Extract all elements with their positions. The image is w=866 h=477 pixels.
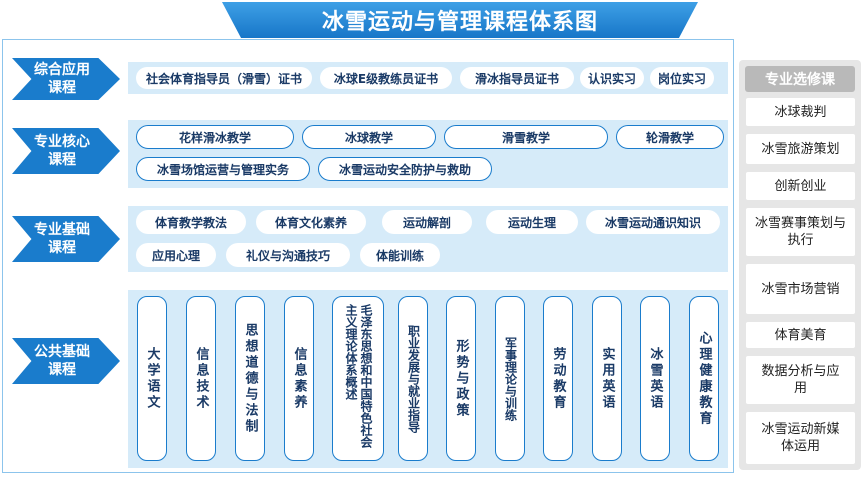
course-card: 大学语文 bbox=[137, 296, 167, 461]
course-card-label: 大学语文 bbox=[144, 346, 160, 411]
course-card-label: 冰雪英语 bbox=[647, 346, 663, 411]
panel-comprehensive: 社会体育指导员（滑雪）证书 冰球E级教练员证书 滑冰指导员证书 认识实习 岗位实… bbox=[128, 62, 728, 94]
course-card-label: 形势与政策 bbox=[453, 338, 469, 419]
course-card-label: 劳动教育 bbox=[550, 346, 566, 411]
course-card: 思想道德与法制 bbox=[235, 296, 265, 461]
page-title: 冰雪运动与管理课程体系图 bbox=[321, 10, 598, 35]
category-label: 专业核心课程 bbox=[34, 134, 90, 168]
elective-item: 创新创业 bbox=[746, 172, 855, 200]
course-chip: 冰雪运动通识知识 bbox=[586, 210, 720, 234]
course-chip: 体育教学教法 bbox=[136, 210, 246, 234]
course-card: 职业发展与就业指导 bbox=[398, 296, 428, 461]
category-label: 专业基础课程 bbox=[34, 222, 90, 256]
course-card-label: 军事理论与训练 bbox=[503, 336, 518, 421]
course-chip: 体育文化素养 bbox=[256, 210, 366, 234]
course-card-label: 心理健康教育 bbox=[696, 330, 712, 427]
course-card-label: 毛泽东思想和中国特色社会主义理论体系概述 bbox=[344, 303, 373, 448]
elective-item: 数据分析与应用 bbox=[746, 356, 855, 404]
elective-item: 体育美育 bbox=[746, 322, 855, 348]
course-chip: 岗位实习 bbox=[650, 67, 714, 89]
category-label: 公共基础课程 bbox=[34, 344, 90, 378]
course-card: 形势与政策 bbox=[446, 296, 476, 461]
course-card: 毛泽东思想和中国特色社会主义理论体系概述 bbox=[332, 296, 384, 461]
course-chip: 花样滑冰教学 bbox=[136, 125, 294, 149]
elective-item: 冰球裁判 bbox=[746, 98, 855, 126]
panel-public: 大学语文 信息技术 思想道德与法制 信息素养 毛泽东思想和中国特色社会主义理论体… bbox=[128, 290, 728, 468]
course-card-label: 职业发展与就业指导 bbox=[406, 324, 421, 433]
course-card: 军事理论与训练 bbox=[495, 296, 525, 461]
course-chip: 轮滑教学 bbox=[616, 125, 724, 149]
course-card-label: 思想道德与法制 bbox=[242, 322, 258, 435]
course-chip: 冰球教学 bbox=[302, 125, 436, 149]
course-chip: 滑雪教学 bbox=[444, 125, 608, 149]
course-chip: 运动解剖 bbox=[382, 210, 472, 234]
course-card: 冰雪英语 bbox=[640, 296, 670, 461]
course-card-label: 信息技术 bbox=[193, 346, 209, 411]
course-chip: 冰球E级教练员证书 bbox=[320, 67, 452, 89]
elective-item: 冰雪市场营销 bbox=[746, 264, 855, 314]
course-card: 信息技术 bbox=[186, 296, 216, 461]
elective-panel: 专业选修课 冰球裁判 冰雪旅游策划 创新创业 冰雪赛事策划与执行 冰雪市场营销 … bbox=[739, 60, 861, 470]
course-chip: 认识实习 bbox=[580, 67, 644, 89]
elective-item: 冰雪旅游策划 bbox=[746, 134, 855, 164]
course-card-label: 实用英语 bbox=[599, 346, 615, 411]
course-card: 劳动教育 bbox=[543, 296, 573, 461]
course-chip: 礼仪与沟通技巧 bbox=[226, 243, 350, 267]
course-chip: 冰雪运动安全防护与救助 bbox=[318, 157, 492, 181]
panel-foundation: 体育教学教法 体育文化素养 运动解剖 运动生理 冰雪运动通识知识 应用心理 礼仪… bbox=[128, 206, 728, 272]
elective-item: 冰雪运动新媒体运用 bbox=[746, 412, 855, 464]
course-chip: 滑冰指导员证书 bbox=[460, 67, 574, 89]
course-chip: 冰雪场馆运营与管理实务 bbox=[136, 157, 310, 181]
course-chip: 社会体育指导员（滑雪）证书 bbox=[136, 67, 312, 89]
elective-header: 专业选修课 bbox=[745, 66, 855, 92]
course-card: 心理健康教育 bbox=[689, 296, 719, 461]
course-card: 信息素养 bbox=[284, 296, 314, 461]
elective-item: 冰雪赛事策划与执行 bbox=[746, 208, 855, 256]
course-card: 实用英语 bbox=[592, 296, 622, 461]
course-chip: 运动生理 bbox=[486, 210, 578, 234]
panel-core: 花样滑冰教学 冰球教学 滑雪教学 轮滑教学 冰雪场馆运营与管理实务 冰雪运动安全… bbox=[128, 120, 728, 188]
course-chip: 应用心理 bbox=[136, 243, 216, 267]
category-label: 综合应用课程 bbox=[34, 62, 90, 96]
title-banner: 冰雪运动与管理课程体系图 bbox=[222, 2, 698, 38]
course-card-label: 信息素养 bbox=[291, 346, 307, 411]
course-chip: 体能训练 bbox=[360, 243, 440, 267]
category-public: 公共基础课程 bbox=[12, 338, 120, 384]
